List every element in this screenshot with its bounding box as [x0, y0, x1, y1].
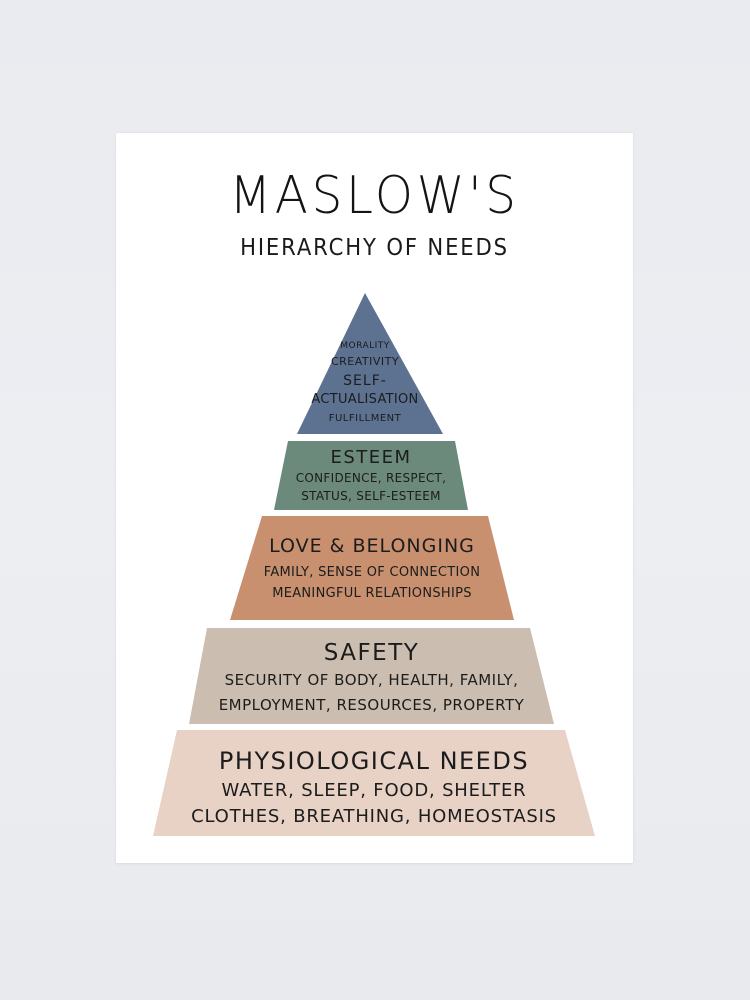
level-safety-shape	[189, 628, 554, 724]
love-belonging-line2: MEANINGFUL RELATIONSHIPS	[272, 586, 472, 601]
love-belonging-title: LOVE & BELONGING	[269, 535, 475, 557]
level-esteem-shape	[274, 441, 468, 510]
love-belonging-line1: FAMILY, SENSE OF CONNECTION	[263, 565, 481, 580]
self-actualisation-item-creativity: CREATIVITY	[330, 355, 400, 368]
level-physiological-shape	[153, 730, 595, 836]
esteem-line1: CONFIDENCE, RESPECT,	[295, 471, 447, 485]
level-love-belonging-shape	[230, 516, 514, 620]
self-actualisation-title-line2: ACTUALISATION	[311, 392, 419, 407]
self-actualisation-item-fulfillment: FULFILLMENT	[328, 413, 402, 424]
esteem-title: ESTEEM	[330, 447, 412, 468]
self-actualisation-title-line1: SELF-	[343, 373, 387, 389]
physiological-title: PHYSIOLOGICAL NEEDS	[218, 747, 530, 775]
self-actualisation-item-morality: MORALITY	[340, 341, 390, 351]
poster-title: MASLOW'S	[229, 166, 520, 226]
safety-line2: EMPLOYMENT, RESOURCES, PROPERTY	[218, 696, 525, 714]
physiological-line1: WATER, SLEEP, FOOD, SHELTER	[221, 780, 527, 801]
esteem-line2: STATUS, SELF-ESTEEM	[301, 489, 441, 503]
safety-title: SAFETY	[323, 640, 420, 666]
safety-line1: SECURITY OF BODY, HEALTH, FAMILY,	[224, 671, 519, 689]
physiological-line2: CLOTHES, BREATHING, HOMEOSTASIS	[191, 806, 557, 827]
poster-subtitle: HIERARCHY OF NEEDS	[240, 235, 509, 261]
level-self-actualisation-shape	[297, 293, 443, 434]
